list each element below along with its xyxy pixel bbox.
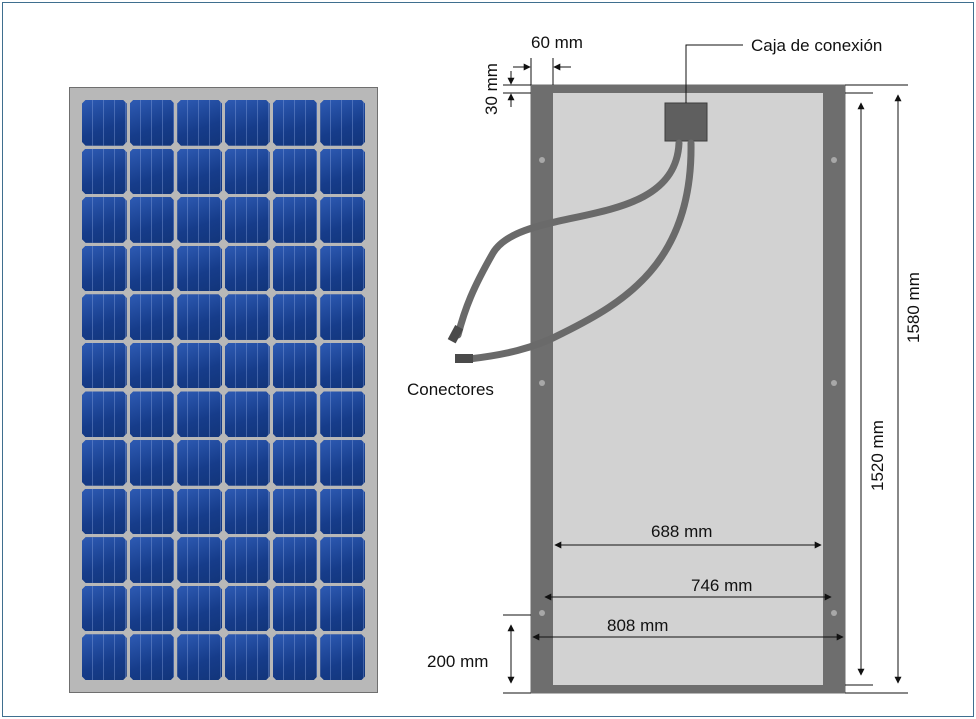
solar-cell: [272, 537, 318, 583]
solar-cell: [82, 197, 127, 243]
top-frame-bar: [531, 85, 845, 93]
solar-cell: [82, 294, 127, 340]
cable-positive: [454, 139, 683, 339]
solar-cell: [225, 148, 270, 195]
solar-cell: [225, 634, 270, 680]
solar-cell: [82, 634, 127, 680]
solar-cell: [320, 197, 365, 243]
solar-cell: [82, 100, 127, 146]
solar-cell: [225, 294, 270, 340]
solar-cell: [177, 391, 222, 438]
connector-plug-1: [447, 325, 464, 344]
panel-back-diagram: Caja de conexión 60 mm 30 mm 1580 mm 152…: [407, 33, 923, 694]
dim-746-label: 746 mm: [691, 576, 752, 595]
solar-cell: [272, 100, 318, 146]
solar-cell: [82, 585, 127, 632]
connectors-label: Conectores: [407, 380, 494, 399]
solar-cell: [129, 585, 175, 632]
dim-30-label: 30 mm: [482, 63, 501, 115]
solar-cell: [177, 100, 222, 146]
solar-cell: [320, 391, 365, 438]
right-rail: [823, 85, 845, 693]
mounting-holes: [539, 157, 837, 616]
solar-cell: [177, 440, 222, 486]
solar-cell: [129, 100, 175, 146]
solar-cell: [272, 585, 318, 632]
solar-cell: [177, 585, 222, 632]
dim-60-label: 60 mm: [531, 33, 583, 52]
solar-cell: [129, 634, 175, 680]
solar-cell: [225, 197, 270, 243]
solar-cell: [82, 245, 127, 292]
solar-cell: [225, 440, 270, 486]
solar-cell: [225, 585, 270, 632]
solar-cell: [177, 537, 222, 583]
solar-cell: [320, 634, 365, 680]
solar-cell: [82, 440, 127, 486]
solar-cell: [129, 391, 175, 438]
solar-cell: [177, 488, 222, 535]
solar-cell: [225, 342, 270, 389]
solar-cell-grid: [82, 100, 365, 680]
solar-cell: [225, 100, 270, 146]
junction-box: [664, 102, 708, 142]
bottom-frame-bar: [531, 685, 845, 693]
solar-cell: [129, 245, 175, 292]
solar-cell: [320, 245, 365, 292]
solar-cell: [177, 294, 222, 340]
dim-1580-label: 1580 mm: [904, 272, 923, 343]
solar-cell: [82, 488, 127, 535]
solar-cell: [320, 100, 365, 146]
solar-cell: [129, 342, 175, 389]
solar-cell: [129, 440, 175, 486]
left-rail: [531, 85, 553, 693]
solar-cell: [272, 488, 318, 535]
solar-cell: [320, 342, 365, 389]
solar-cell: [272, 294, 318, 340]
solar-cell: [82, 391, 127, 438]
dim-1520-label: 1520 mm: [868, 420, 887, 491]
solar-cell: [272, 391, 318, 438]
solar-cell: [82, 148, 127, 195]
junction-box-label: Caja de conexión: [751, 36, 882, 55]
junction-box-leader: [685, 44, 743, 103]
dim-808-label: 808 mm: [607, 616, 668, 635]
solar-cell: [177, 634, 222, 680]
solar-cell: [225, 488, 270, 535]
solar-cell: [320, 585, 365, 632]
solar-cell: [82, 537, 127, 583]
solar-cell: [272, 440, 318, 486]
solar-cell: [225, 245, 270, 292]
solar-cell: [320, 488, 365, 535]
dim-200-label: 200 mm: [427, 652, 488, 671]
solar-cell: [177, 245, 222, 292]
solar-cell: [129, 197, 175, 243]
solar-cell: [320, 537, 365, 583]
solar-cell: [177, 148, 222, 195]
solar-cell: [272, 634, 318, 680]
solar-cell: [177, 342, 222, 389]
solar-cell: [272, 197, 318, 243]
cable-negative: [465, 139, 695, 363]
solar-cell: [272, 342, 318, 389]
solar-cell: [82, 342, 127, 389]
solar-cell: [129, 488, 175, 535]
dim-688-label: 688 mm: [651, 522, 712, 541]
solar-cell: [320, 440, 365, 486]
solar-cell: [129, 537, 175, 583]
solar-cell: [272, 148, 318, 195]
solar-cell: [129, 294, 175, 340]
solar-cell: [177, 197, 222, 243]
solar-cell: [320, 294, 365, 340]
connector-plug-2: [455, 354, 473, 363]
solar-cell: [320, 148, 365, 195]
solar-cell: [129, 148, 175, 195]
solar-panel-front: [69, 87, 378, 693]
solar-cell: [225, 391, 270, 438]
solar-cell: [272, 245, 318, 292]
solar-cell: [225, 537, 270, 583]
